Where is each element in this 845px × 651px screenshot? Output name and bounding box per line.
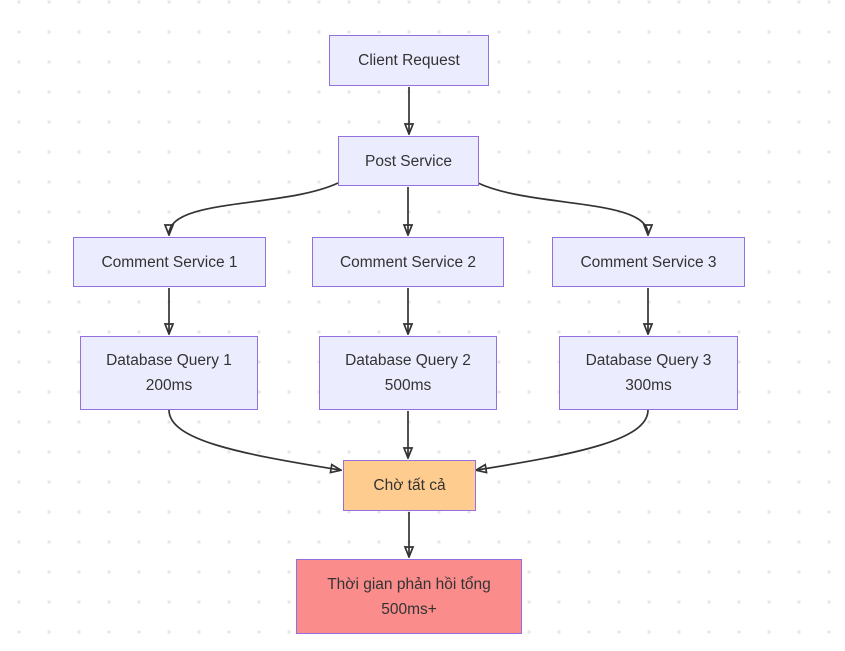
node-comment-service-1: Comment Service 1 <box>73 237 266 287</box>
node-database-query-3: Database Query 3 300ms <box>559 336 738 410</box>
node-comment-service-3: Comment Service 3 <box>552 237 745 287</box>
node-database-query-1-time: 200ms <box>145 377 193 394</box>
node-client-request-label: Client Request <box>358 52 460 69</box>
node-database-query-2-time: 500ms <box>384 377 432 394</box>
node-wait-all: Chờ tất cả <box>343 460 476 511</box>
node-post-service-label: Post Service <box>364 152 452 170</box>
edge-post-to-comment1 <box>169 182 339 234</box>
node-database-query-1-label: Database Query 1 <box>106 352 232 369</box>
node-database-query-3-time: 300ms <box>625 377 672 394</box>
node-database-query-1: Database Query 1 200ms <box>80 336 258 410</box>
node-post-service: Post Service <box>338 136 479 186</box>
node-total-response-time-value: 500ms+ <box>381 600 437 618</box>
node-database-query-3-label: Database Query 3 <box>585 352 712 369</box>
node-database-query-2: Database Query 2 500ms <box>319 336 497 410</box>
node-comment-service-1-label: Comment Service 1 <box>101 253 238 271</box>
node-comment-service-2-label: Comment Service 2 <box>339 253 477 271</box>
node-total-response-time-label: Thời gian phản hồi tổng <box>327 575 491 593</box>
node-comment-service-3-label: Comment Service 3 <box>580 253 717 271</box>
edge-db1-to-wait <box>168 409 340 470</box>
node-client-request: Client Request <box>329 35 489 86</box>
node-wait-all-label: Chờ tất cả <box>373 477 446 494</box>
edge-post-to-comment3 <box>477 182 648 234</box>
node-database-query-2-label: Database Query 2 <box>345 352 471 369</box>
node-total-response-time: Thời gian phản hồi tổng 500ms+ <box>296 559 522 634</box>
node-comment-service-2: Comment Service 2 <box>312 237 504 287</box>
edge-db3-to-wait <box>477 409 649 470</box>
